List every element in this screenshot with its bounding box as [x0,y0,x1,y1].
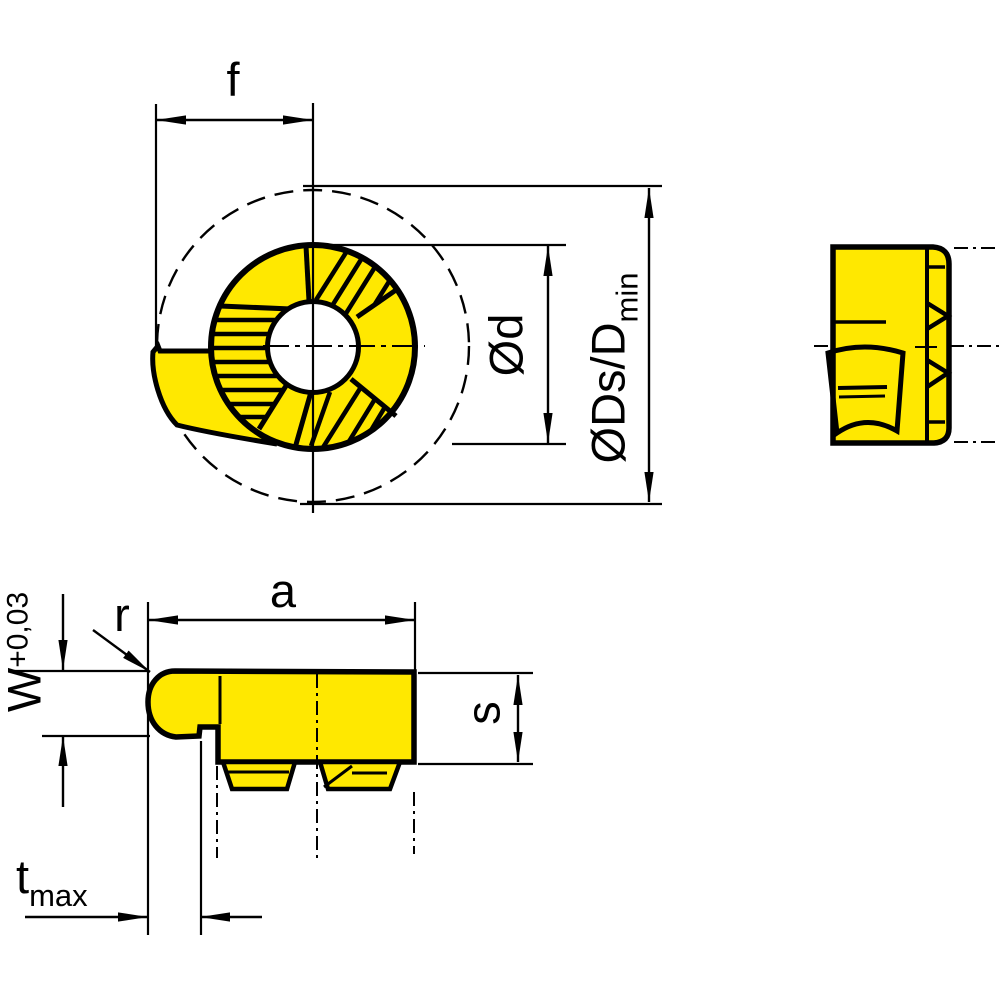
label-w: W+0,03 [0,592,50,712]
front-view [150,103,471,513]
label-a: a [270,564,297,617]
dimension-f [154,104,313,348]
side-centerlines [814,247,1000,443]
dimension-d [310,243,566,446]
side-pocket [825,344,906,438]
tab2-inner-diagonal [323,764,353,789]
profile-view [145,668,417,860]
label-ds: ØDs/Dmin [581,273,644,464]
strip-notch-upper [925,301,953,331]
pocket-line-1 [837,385,888,390]
profile-tab-1 [219,759,299,792]
strip-notch-lower [925,358,953,389]
profile-tab-2 [316,759,404,792]
hatch-bottom-sector [308,385,387,451]
label-d: Ød [479,314,532,377]
side-view [814,244,1000,446]
dimension-a [146,602,417,935]
label-f: f [226,53,240,106]
dimension-s [418,671,533,766]
profile-centerlines [216,674,415,860]
profile-body [145,668,417,765]
sector-dividers [256,245,398,449]
dimension-ds [300,184,662,506]
hatch-left-sector [211,303,292,420]
label-s: s [456,701,509,725]
side-body [830,244,952,446]
dimension-t [25,741,262,935]
r-leader-line [92,629,151,673]
label-r: r [114,588,130,641]
label-t: tmax [16,850,88,913]
pocket-line-2 [838,394,886,399]
